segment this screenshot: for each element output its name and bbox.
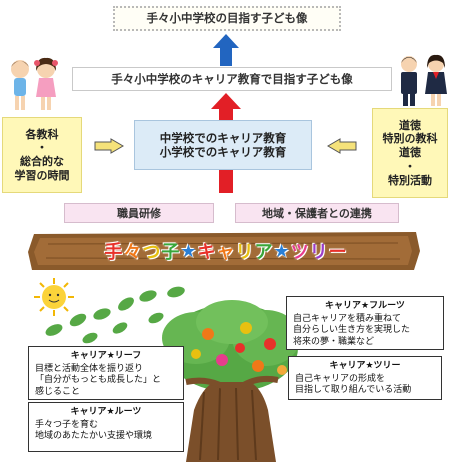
banner-char: ャ xyxy=(216,242,236,263)
staff-training-text: 職員研修 xyxy=(117,207,161,220)
subjects-line-3: 総合的な xyxy=(20,155,64,168)
banner-char: 手 xyxy=(104,242,124,263)
banner-star: ★ xyxy=(273,240,291,262)
right-arrow-outline xyxy=(94,138,124,154)
moral-line-5: 特別活動 xyxy=(388,173,432,187)
career-roots-line: 手々つ子を育む xyxy=(35,419,99,430)
moral-line-2: 特別の教科 xyxy=(382,132,438,146)
banner-char: リ xyxy=(235,242,255,263)
banner-char: ー xyxy=(328,242,348,263)
center-line-2: 小学校でのキャリア教育 xyxy=(159,145,287,159)
career-goal-text: 手々小中学校のキャリア教育で目指す子ども像 xyxy=(111,71,353,86)
career-fruit-title: キャリア★フルーツ xyxy=(325,301,405,311)
school-goal-box: 手々小中学校の目指す子ども像 xyxy=(113,6,341,31)
career-leaf-line: 目標と活動全体を振り返り xyxy=(35,363,144,374)
banner-char: 子 xyxy=(161,242,181,263)
blue-up-arrow xyxy=(213,34,239,66)
moral-line-4: ・ xyxy=(404,159,416,173)
career-fruit-callout: キャリア★フルーツ 自己キャリアを積み重ねて 自分らしい生き方を実現した 将来の… xyxy=(286,296,444,350)
career-education-box: 中学校でのキャリア教育 小学校でのキャリア教育 xyxy=(134,120,312,170)
career-tree-line: 目指して取り組んでいる活動 xyxy=(295,385,412,396)
subjects-line-1: 各教科 xyxy=(25,127,59,141)
career-roots-title: キャリア★ルーツ xyxy=(70,407,142,417)
career-goal-box: 手々小中学校のキャリア教育で目指す子ども像 xyxy=(72,67,392,91)
banner-char: つ xyxy=(142,242,162,263)
community-partnership-text: 地域・保護者との連携 xyxy=(262,207,372,220)
moral-line-1: 道徳 xyxy=(399,118,421,132)
banner-star: ★ xyxy=(180,240,198,262)
career-roots-line: 地域のあたたかい支援や環境 xyxy=(35,431,153,442)
sun-illustration xyxy=(34,278,74,316)
wooden-banner xyxy=(28,232,420,270)
moral-activities-box: 道徳 特別の教科 道徳 ・ 特別活動 xyxy=(372,108,448,198)
career-fruit-line: 自己キャリアを積み重ねて xyxy=(293,313,402,324)
staff-training-label: 職員研修 xyxy=(64,203,214,223)
career-leaf-line: 「自分がもっとも成長した」と xyxy=(35,375,162,386)
career-tree-title: キャリア★ツリー xyxy=(329,361,401,371)
subjects-line-4: 学習の時間 xyxy=(14,168,70,182)
career-leaf-title: キャリア★リーフ xyxy=(70,351,142,361)
career-tree-callout: キャリア★ツリー 自己キャリアの形成を 目指して取り組んでいる活動 xyxy=(288,356,442,400)
subjects-box: 各教科 ・ 総合的な 学習の時間 xyxy=(2,117,82,193)
banner-char: ア xyxy=(254,242,274,263)
career-fruit-line: 将来の夢・職業など xyxy=(293,337,375,348)
banner-char: リ xyxy=(309,242,329,263)
career-fruit-line: 自分らしい生き方を実現した xyxy=(293,325,411,336)
moral-line-3: 道徳 xyxy=(399,146,421,160)
community-partnership-label: 地域・保護者との連携 xyxy=(235,203,399,223)
left-arrow-outline xyxy=(327,138,357,154)
career-roots-callout: キャリア★ルーツ 手々つ子を育む 地域のあたたかい支援や環境 xyxy=(28,402,184,452)
career-tree-line: 自己キャリアの形成を xyxy=(295,373,386,384)
elementary-kids-illustration xyxy=(11,57,58,110)
banner-char: ツ xyxy=(290,242,310,263)
banner-char: 々 xyxy=(123,242,143,263)
banner-title: 手々つ子★キャリア★ツリー xyxy=(40,236,412,266)
junior-high-students-illustration xyxy=(401,54,447,106)
career-leaf-line: 感じること xyxy=(35,387,81,398)
school-goal-text: 手々小中学校の目指す子ども像 xyxy=(146,11,308,26)
center-line-1: 中学校でのキャリア教育 xyxy=(159,130,287,145)
subjects-line-2: ・ xyxy=(36,141,48,155)
banner-char: キ xyxy=(197,242,217,263)
career-leaf-callout: キャリア★リーフ 目標と活動全体を振り返り 「自分がもっとも成長した」と 感じる… xyxy=(28,346,184,400)
